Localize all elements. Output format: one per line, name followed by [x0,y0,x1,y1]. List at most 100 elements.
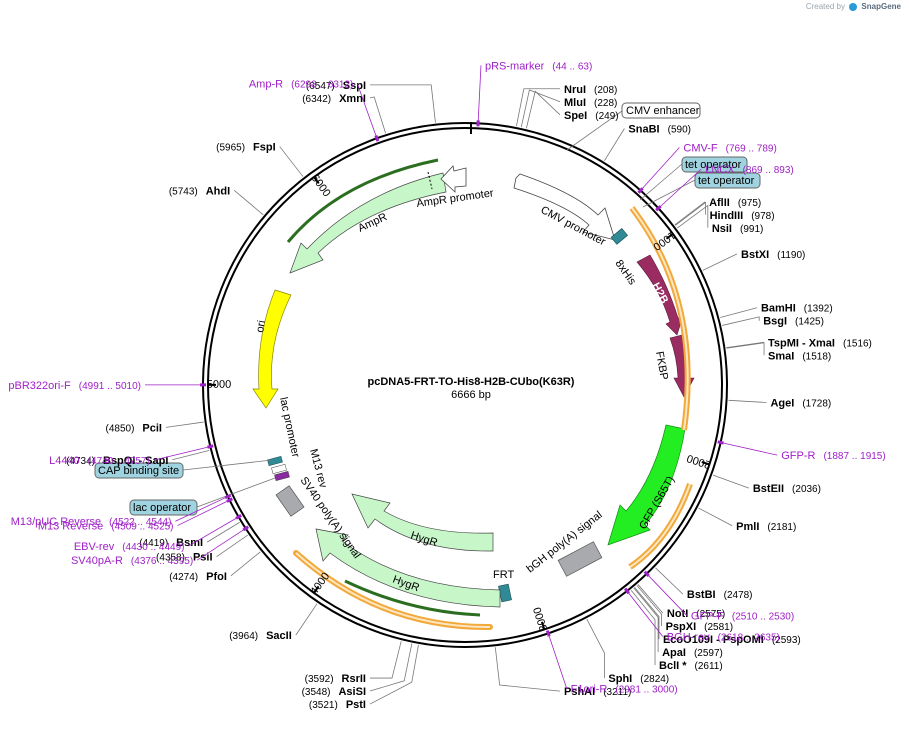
restriction-site-2: (5965)FspI [216,142,276,154]
site-pos-21: (2581) [704,622,733,633]
site-name-8: AflII [709,197,730,209]
site-pos-12: (1392) [804,304,833,315]
site-name-2: FspI [253,142,276,154]
primer-2: LNCX(869 .. 893) [705,164,794,176]
site-name-14: TspMI - XmaI [768,337,835,349]
restriction-site-25: SphI(2824) [608,673,669,685]
site-leader-18 [698,507,733,527]
restriction-site-10: NsiI(991) [712,223,764,235]
site-pos-0: (6547) [306,81,335,92]
primer-name-1: CMV-F [683,142,718,154]
primer-mark-4 [643,570,650,577]
frt-label: FRT [493,569,514,581]
primer-leader-13 [356,83,377,136]
primer-0: pRS-marker(44 .. 63) [485,60,592,72]
tick-label-2000: 2000 [685,452,712,471]
lac-operator-box [129,499,198,516]
primer-name-12: pBR322ori-F [8,380,71,392]
primer-name-8: EBV-rev [74,541,115,553]
site-name-1: XmnI [339,93,366,105]
h2b-arrow [636,254,684,336]
tick-mark-4000 [313,585,320,594]
site-pos-17: (2036) [792,484,821,495]
site-leader-10 [677,204,709,229]
tick-label-5000: 5000 [207,379,231,391]
primer-pos-10: (4522 .. 4544) [109,517,171,528]
restriction-site-18: PmlI(2181) [736,521,796,533]
primer-name-4: GFP-F [691,611,724,623]
his-tag-feature [610,228,628,245]
tick-label-4000: 4000 [308,570,332,597]
site-name-6: SpeI [564,110,587,122]
primer-name-0: pRS-marker [485,60,545,72]
primer-layer: pRS-marker(44 .. 63)CMV-F(769 .. 789)LNC… [8,60,885,695]
site-leader-11 [702,253,738,271]
tet-operator-1-leader [639,163,683,201]
frt-feature [498,583,512,603]
restriction-site-26: PshAI(3211) [564,686,631,698]
primer-leader-1 [642,147,680,189]
his-tag-label: 8xHis [613,258,639,288]
site-leader-6 [526,90,561,129]
tick-mark-6000 [313,176,320,185]
cap-site-box [94,462,184,479]
primer-pos-5: (2618 .. 2635) [718,633,780,644]
tet-operator-2-label: tet operator [698,175,755,187]
site-pos-1: (6342) [302,94,331,105]
restriction-site-8: AflII(975) [709,197,761,209]
primer-name-5: BGH-rev [667,632,710,644]
primer-leader-10 [175,497,226,522]
cmv-enhancer-leader [566,110,623,151]
primer-pos-11: (4740 .. 4757) [88,456,150,467]
cds-highlight-arc-lower-inner [629,483,691,568]
cap-site-box-label: CAP binding site [98,465,179,477]
hygr-inner-arrow [351,493,494,552]
site-leader-1 [369,96,387,134]
site-leader-30 [295,603,318,636]
site-name-24: BclI * [659,660,687,672]
tet-operator-2-box [694,172,761,189]
lac-operator-box-label: lac operator [133,502,191,514]
lac-operator-leader [196,477,276,508]
primer-pos-7: (4376 .. 4395) [131,556,193,567]
cmv-enhancer-box [621,102,701,119]
site-pos-18: (2181) [767,522,796,533]
site-pos-29: (3592) [305,674,334,685]
site-pos-15: (1518) [802,351,831,362]
cmv-promoter-arrow [513,173,616,241]
ampr-arrow [289,172,447,274]
site-pos-25: (2824) [640,674,669,685]
site-pos-14: (1516) [843,338,872,349]
site-name-13: BsgI [763,316,787,328]
primer-13: Amp-R(6293 .. 6312) [249,79,354,91]
primer-mark-2 [655,205,662,212]
credit-prefix: Created by [805,2,845,11]
ori-arrow [252,289,292,409]
primer-name-10: M13/pUC Reverse [11,516,101,528]
primer-mark-7 [242,525,250,532]
primer-leader-0 [477,65,482,121]
fkbp-label: FKBP [653,350,670,380]
primer-mark-8 [235,514,242,520]
site-pos-30: (3964) [229,631,258,642]
restriction-site-15: SmaI(1518) [768,350,831,362]
restriction-site-12: BamHI(1392) [761,303,833,315]
gfp-arrow [607,424,686,546]
site-pos-24: (2611) [695,661,723,672]
primer-5: BGH-rev (2618 .. 2635) [667,632,780,644]
site-name-10: NsiI [712,223,732,235]
site-pos-34: (4734) [66,456,95,467]
hygr-highlight-inner [295,552,491,629]
primer-name-9: M13 Reverse [38,521,103,533]
primer-pos-2: (869 .. 893) [743,165,794,176]
site-leader-8 [674,201,706,226]
site-name-21: PspXI [666,621,697,633]
snapgene-logo-icon [849,2,858,11]
restriction-site-30: (3964)SacII [229,630,292,642]
primer-9: M13 Reverse(4509 .. 4525) [38,521,174,533]
site-pos-3: (5743) [169,186,198,197]
site-name-23: ApaI [662,647,686,659]
site-pos-6: (249) [595,111,618,122]
primer-11: L4440(4740 .. 4757) [49,455,150,467]
boxed-feature-labels: CMV enhancer tet operator tet operator C… [94,102,761,516]
